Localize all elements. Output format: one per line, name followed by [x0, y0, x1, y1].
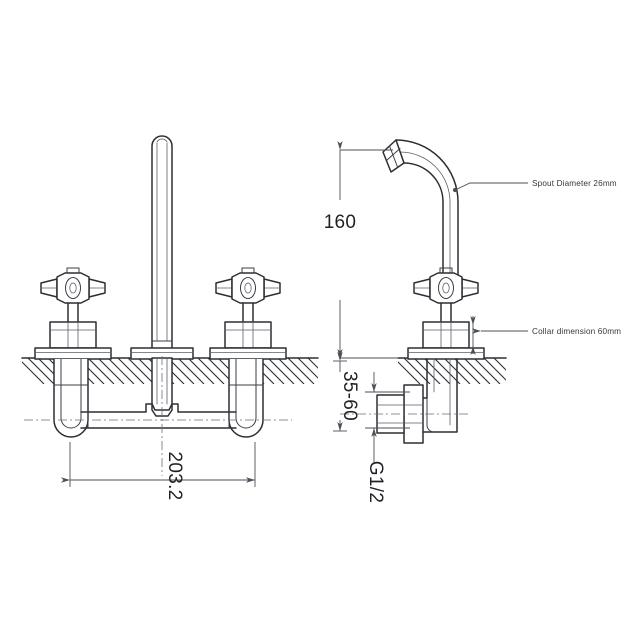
- escutcheon-left: [34, 347, 112, 360]
- collar-body-side: [422, 321, 470, 349]
- cross-handle-side: [413, 267, 479, 323]
- side-elevation-view: 160 35-60 G1/2 Spout Diameter 26mm: [324, 139, 621, 503]
- escutcheon-right: [209, 347, 287, 360]
- leader-spout-diameter: [454, 182, 528, 191]
- dimension-160-label: 160: [324, 212, 357, 233]
- annotation-collar-dimension: Collar dimension 60mm: [470, 316, 621, 355]
- dimension-g12-label: G1/2: [365, 461, 386, 503]
- cross-handle-left: [40, 267, 106, 323]
- spout-outlet: [382, 139, 405, 173]
- cross-handle-right: [215, 267, 281, 323]
- curved-spout-side: [382, 139, 459, 286]
- dimension-g12: G1/2: [365, 372, 410, 503]
- valve-body-left: [49, 321, 97, 349]
- valve-body-right: [224, 321, 272, 349]
- dimension-203-label: 203.2: [164, 451, 185, 500]
- dimension-35-60-label: 35-60: [339, 371, 360, 421]
- annotation-spout-diameter: Spout Diameter 26mm: [452, 179, 617, 193]
- front-elevation-view: 203.2: [21, 135, 319, 501]
- dimension-203: 203.2: [61, 451, 255, 501]
- spout-riser-front: [151, 135, 173, 359]
- dimension-160: 160: [324, 141, 398, 359]
- right-valve-assembly: [209, 267, 287, 438]
- valve-shank-right: [228, 358, 264, 438]
- left-valve-assembly: [34, 267, 112, 438]
- leader-dot-spout: [452, 187, 458, 193]
- dimension-35-60: 35-60: [333, 352, 360, 432]
- valve-shank-left: [53, 358, 89, 438]
- annotation-spout-diameter-label: Spout Diameter 26mm: [532, 179, 617, 188]
- annotation-collar-dimension-label: Collar dimension 60mm: [532, 327, 621, 336]
